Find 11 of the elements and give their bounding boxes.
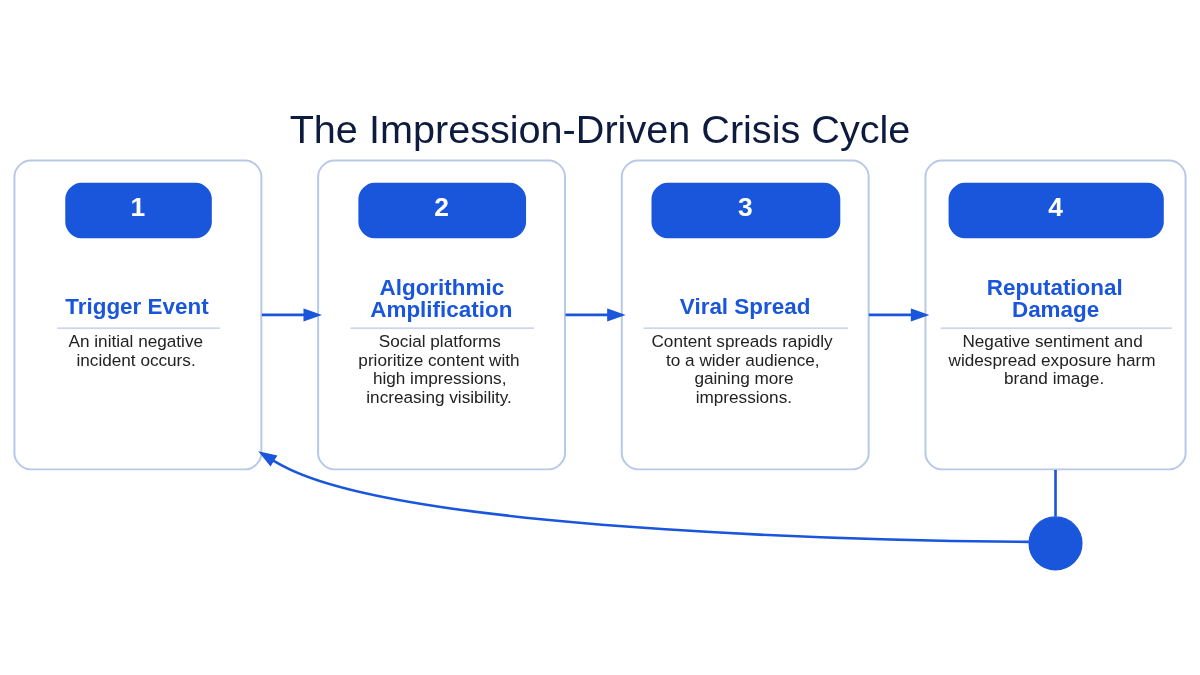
node-box: 2 Algorithmic Amplification Social platforms prioritize content with high impressions, increasing visibility.: [317, 158, 566, 470]
connector: [1054, 469, 1057, 516]
node-box: 4 Reputational Damage Negative sentiment and widespread exposure harm brand image.: [924, 158, 1187, 470]
diagram-title: The Impression-Driven Crisis Cycle: [289, 106, 911, 151]
arrow: [868, 307, 930, 321]
node-circle: [1028, 515, 1083, 570]
node-box: 3 Viral Spread Content spreads rapidly to a wider audience, gaining more impressions.: [620, 158, 870, 470]
arrow: [261, 307, 322, 321]
node-box: 1 Trigger Event An initial negative incident occurs.: [13, 158, 263, 470]
arrow: [258, 450, 1029, 543]
arrow: [565, 307, 626, 321]
